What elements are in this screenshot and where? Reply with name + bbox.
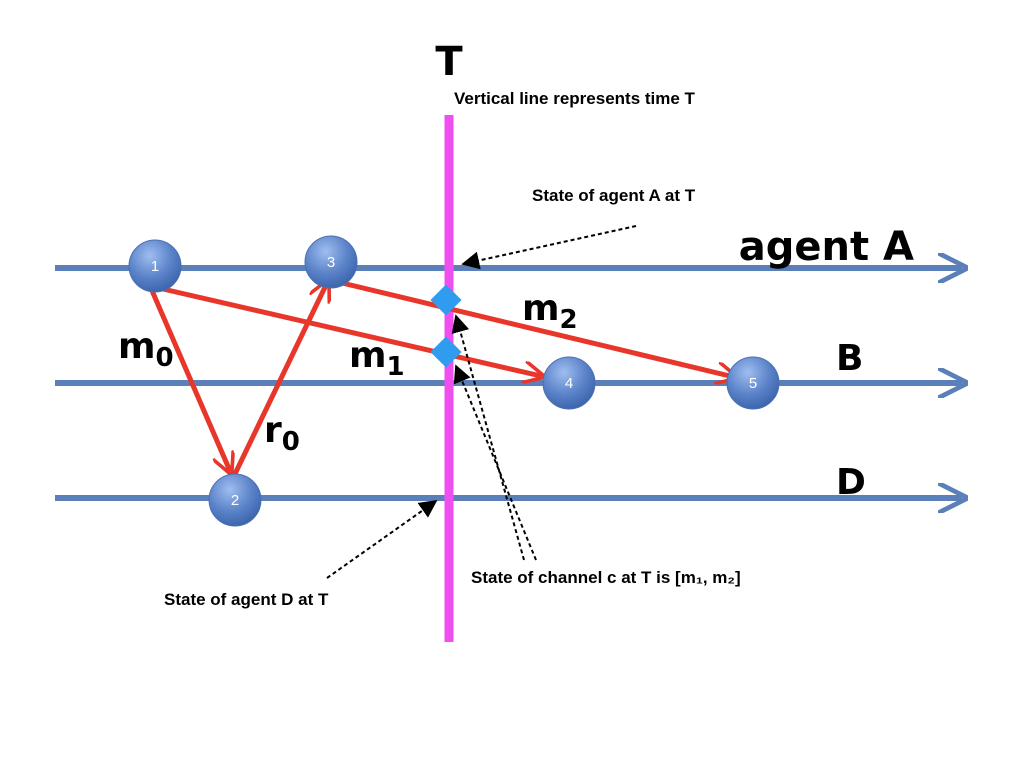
event-number: 5: [749, 375, 757, 392]
message-r0-arrow: [230, 283, 327, 480]
agent-a-label: agent A: [739, 224, 914, 270]
time-caption: Vertical line represents time T: [454, 89, 696, 108]
message-m1-label: m1: [349, 335, 405, 382]
agent-b-label: B: [836, 338, 863, 379]
time-label: T: [435, 39, 463, 85]
annotation-state-channel: State of channel c at T is [m₁, m₂]: [471, 568, 741, 587]
event-number: 1: [151, 258, 159, 275]
event-4: 4: [542, 356, 596, 410]
annotation-state-agent-a: State of agent A at T: [532, 186, 696, 205]
message-r0-label: r0: [264, 410, 300, 457]
agent-d-label: D: [836, 462, 866, 503]
message-m2-label: m2: [522, 288, 578, 335]
event-2: 2: [208, 473, 262, 527]
annotation-pointers: [326, 225, 637, 579]
event-node: [304, 235, 358, 289]
annotation-state-agent-d: State of agent D at T: [164, 590, 329, 609]
event-5: 5: [726, 356, 780, 410]
message-m2-arrow: [337, 279, 734, 377]
event-number: 4: [565, 375, 573, 392]
event-1: 1: [128, 239, 182, 293]
message-m0-arrow: [147, 285, 230, 471]
event-node: [208, 473, 262, 527]
message-m0-label: m0: [118, 326, 174, 373]
event-node: [128, 239, 182, 293]
pointer-state-agent-a: [461, 225, 637, 270]
event-number: 2: [231, 492, 239, 509]
event-node: [542, 356, 596, 410]
channel-state-m1-diamond: [430, 336, 462, 368]
event-3: 3: [304, 235, 358, 289]
event-number: 3: [327, 254, 335, 271]
lifelines: [55, 268, 962, 498]
pointer-channel-m2: [451, 314, 525, 561]
pointer-state-agent-d: [326, 499, 438, 579]
event-node: [726, 356, 780, 410]
channel-state-m2-diamond: [430, 284, 462, 316]
message-m1-arrow: [149, 283, 541, 376]
messages: [147, 279, 734, 480]
